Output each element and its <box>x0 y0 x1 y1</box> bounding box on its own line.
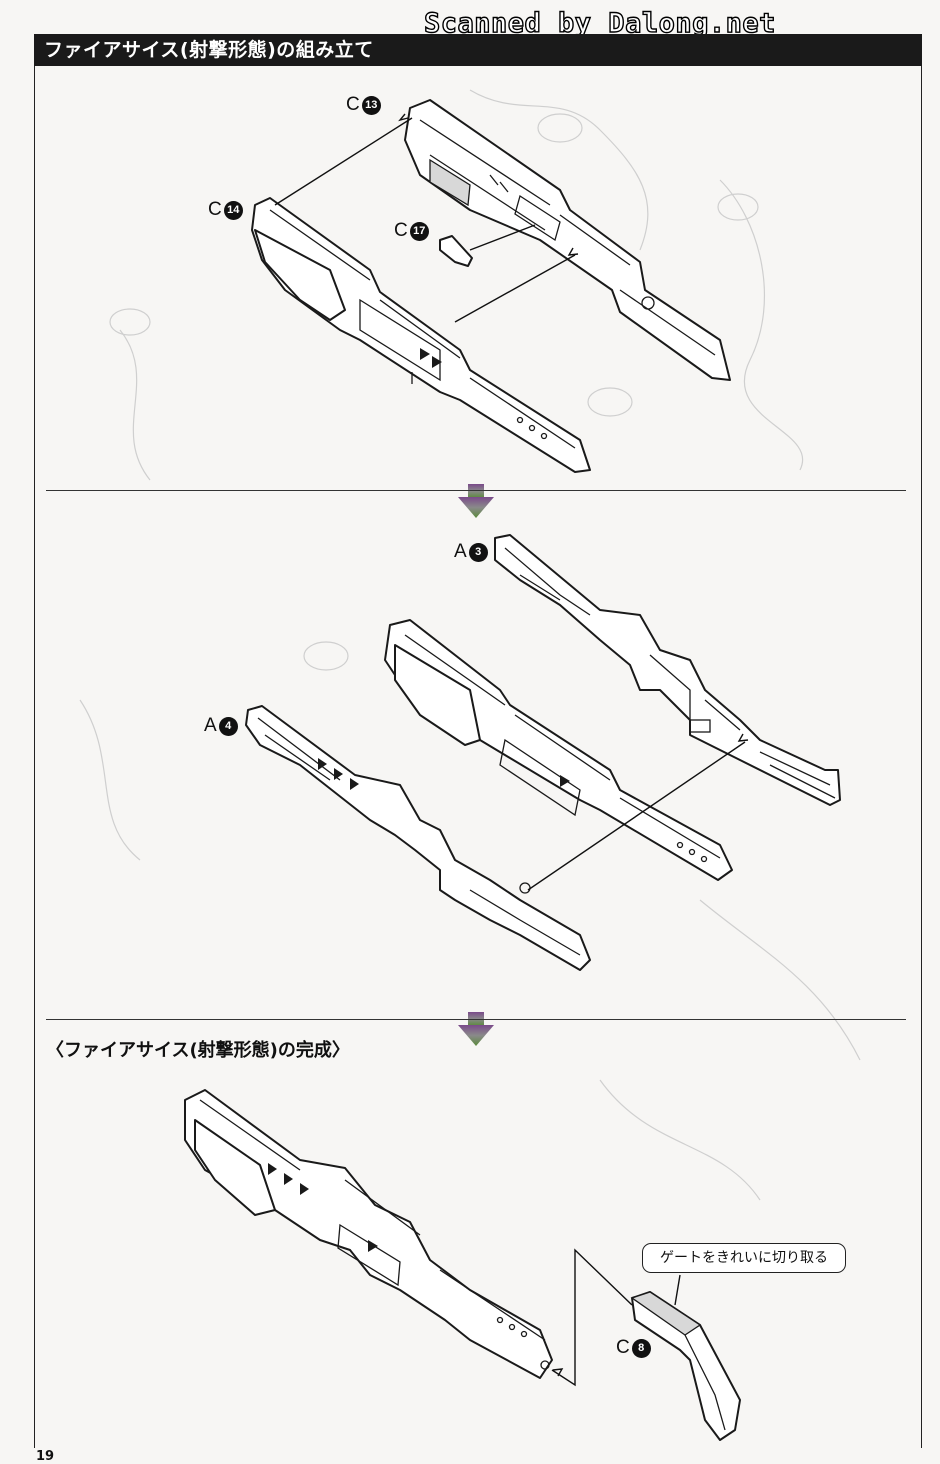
leader-c8 <box>551 1248 633 1387</box>
part-label-c8: C 8 <box>616 1337 651 1359</box>
part-number-badge: 17 <box>409 221 429 241</box>
part-c17-drawing <box>439 235 473 267</box>
completed-rifle-drawing <box>184 1089 553 1379</box>
page-number: 19 <box>36 1449 55 1464</box>
page-title: ファイアサイス(射撃形態)の組み立て <box>34 34 922 66</box>
step-divider-2 <box>46 1019 906 1021</box>
bleed-through-ghost <box>79 89 861 1201</box>
part-number-badge: 8 <box>631 1338 651 1358</box>
part-label-c14: C 14 <box>208 199 243 221</box>
part-number-badge: 14 <box>223 200 243 220</box>
part-number-badge: 3 <box>468 542 488 562</box>
part-label-c17: C 17 <box>394 220 429 242</box>
part-a3-drawing <box>494 534 841 806</box>
leader-a4-to-a3 <box>527 741 746 891</box>
leader-c17 <box>469 224 536 251</box>
part-a4-drawing <box>245 705 591 971</box>
leader-callout <box>674 1274 681 1306</box>
completion-section-title: 〈ファイアサイス(射撃形態)の完成〉 <box>46 1040 350 1061</box>
part-label-a4: A 4 <box>204 715 238 737</box>
rifle-body-step2-drawing <box>384 619 733 881</box>
part-c13-drawing <box>404 99 731 381</box>
part-c14-drawing <box>251 197 591 473</box>
panel-frame <box>34 66 922 1448</box>
part-label-c13: C 13 <box>346 94 381 116</box>
part-label-a3: A 3 <box>454 541 488 563</box>
part-c8-drawing <box>630 1291 741 1441</box>
step-divider-1 <box>46 490 906 492</box>
down-arrow-icon <box>458 1012 494 1046</box>
leader-body <box>454 254 576 323</box>
leader-c14-to-c13 <box>274 117 413 206</box>
part-number-badge: 4 <box>218 716 238 736</box>
part-number-badge: 13 <box>361 95 381 115</box>
gate-trim-callout: ゲートをきれいに切り取る <box>642 1243 846 1273</box>
